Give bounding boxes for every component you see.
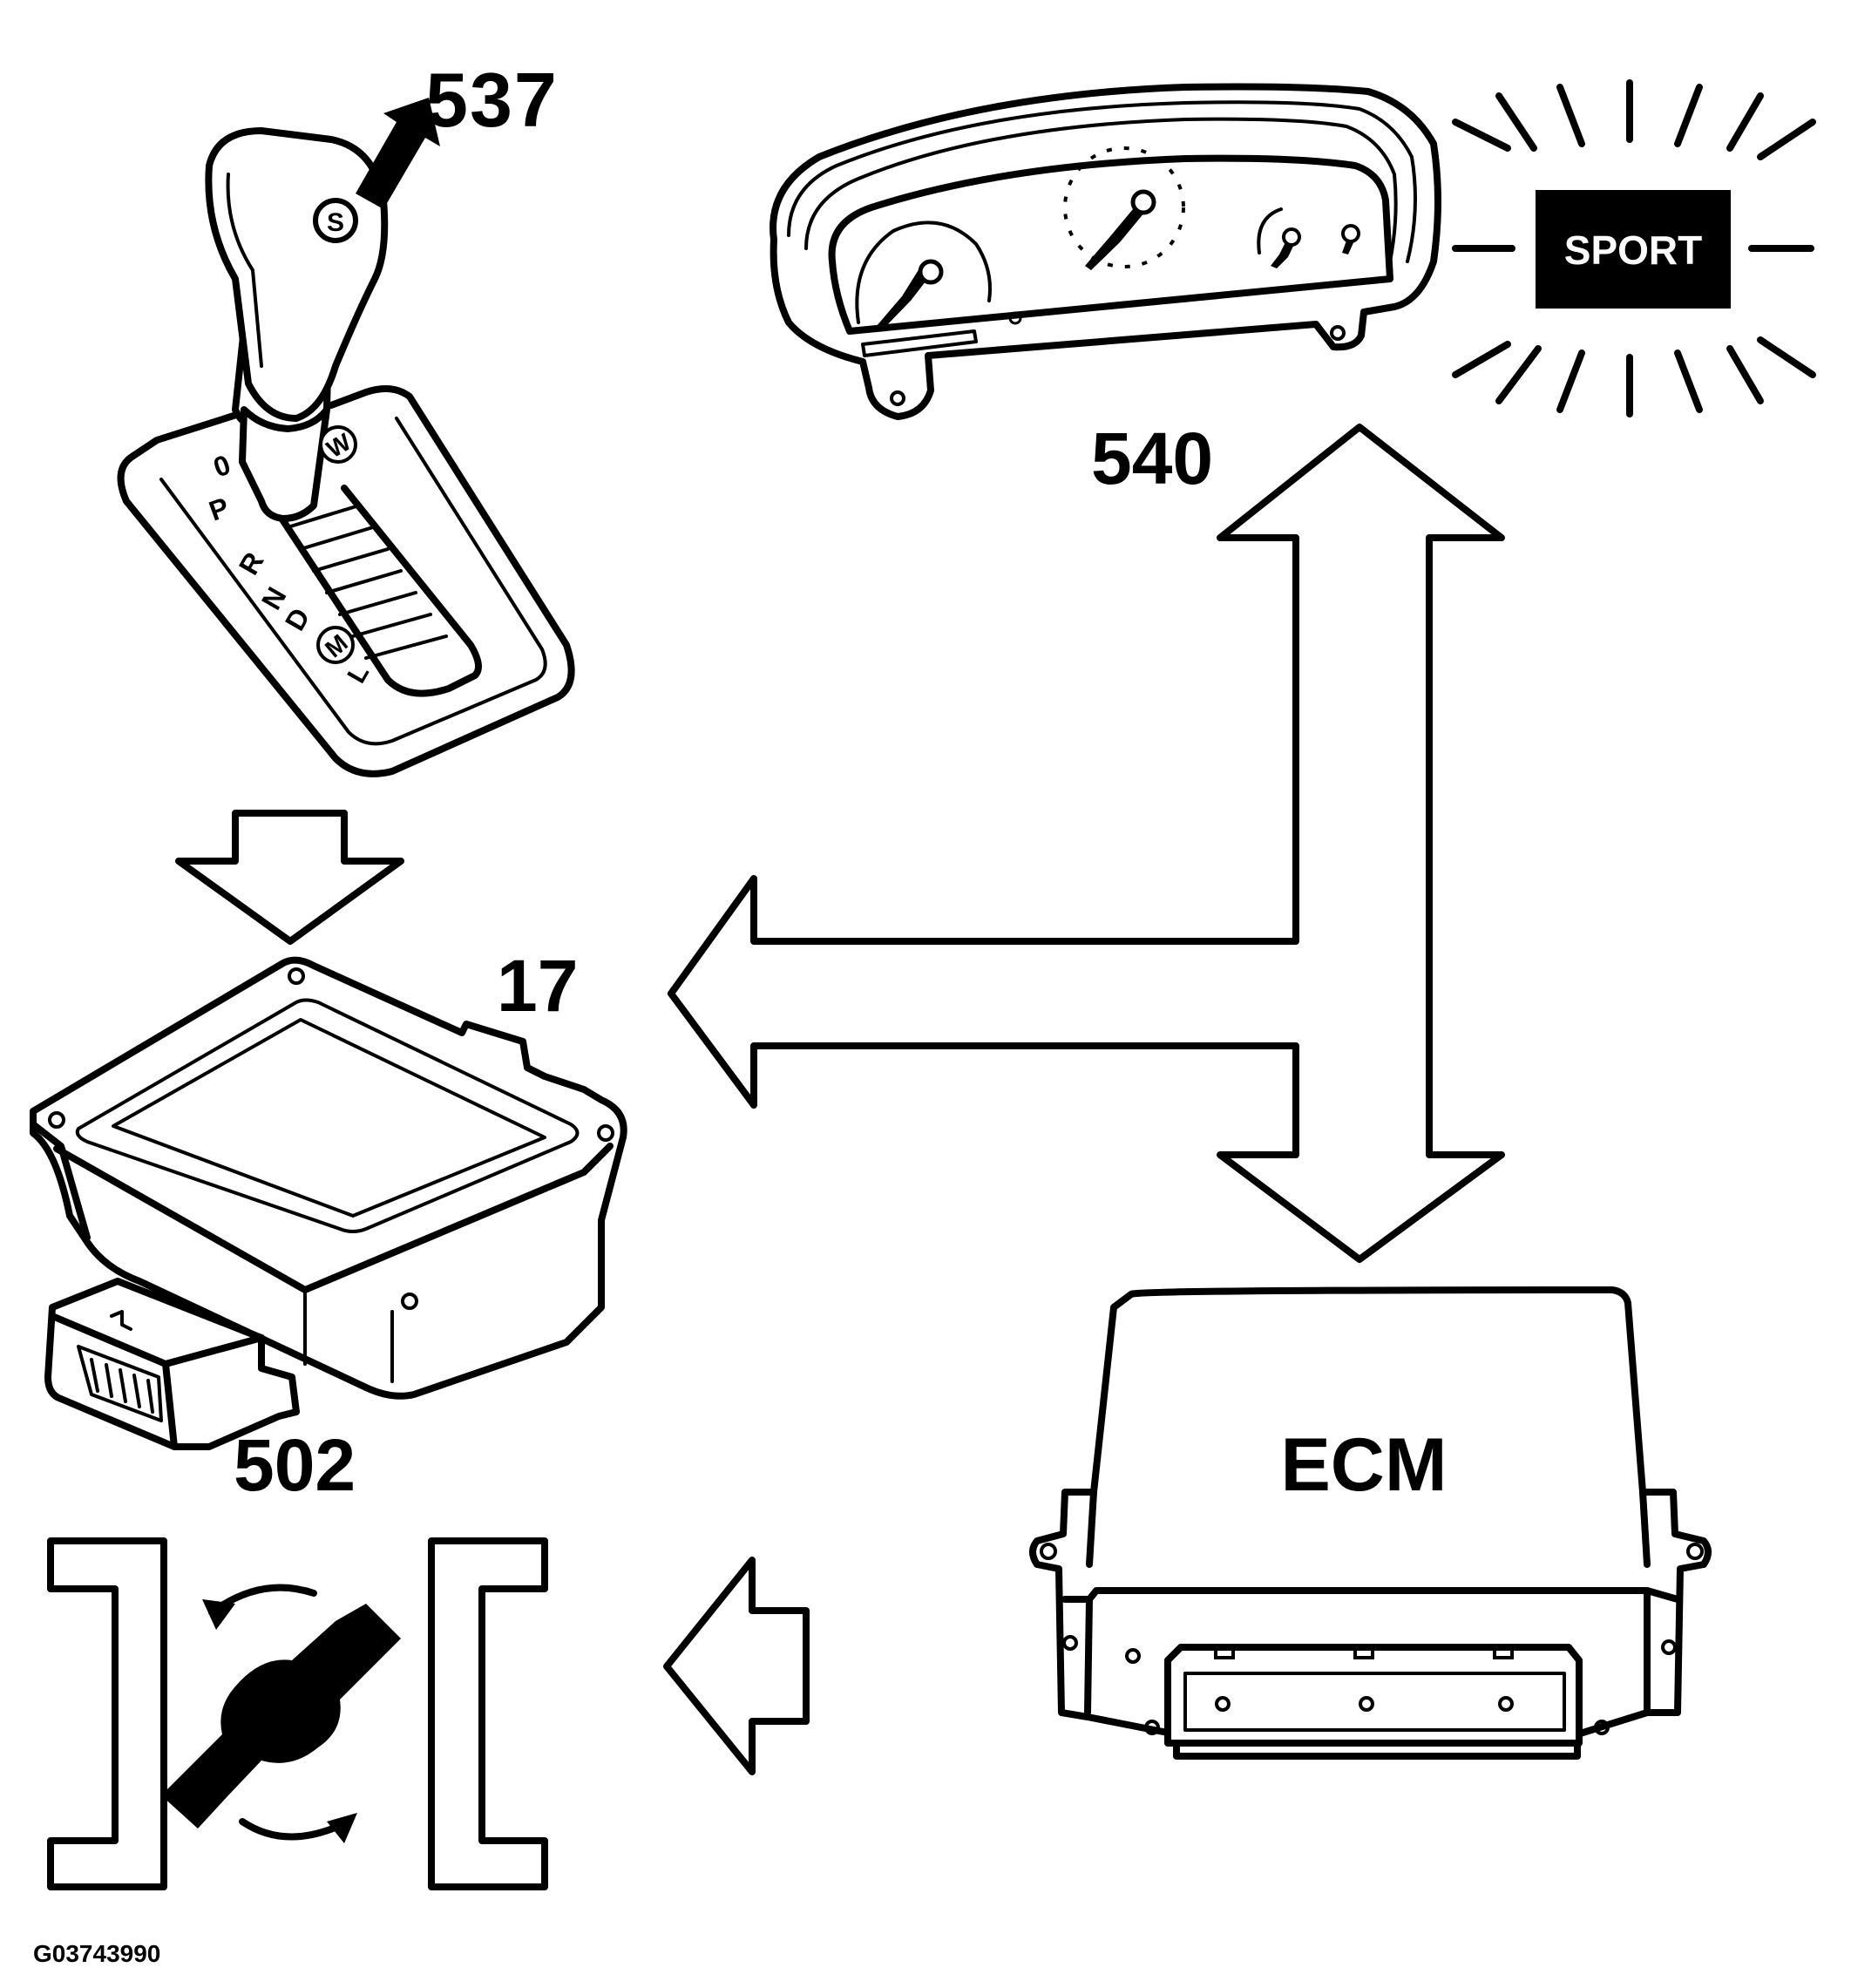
throttle-valve-icon — [47, 1537, 548, 1890]
label-502: 502 — [234, 1424, 356, 1506]
throttle-plate — [161, 1604, 401, 1829]
shifter-button-label: S — [327, 208, 344, 237]
instrument-cluster-icon — [770, 83, 1441, 420]
down-arrow-icon — [175, 810, 404, 945]
ecm-to-throttle-arrow-icon — [663, 1557, 810, 1775]
label-540: 540 — [1091, 417, 1213, 499]
ecm-module-icon: ECM — [1029, 1286, 1712, 1760]
sport-label: SPORT — [1564, 227, 1702, 273]
bidirectional-arrow-icon — [668, 424, 1505, 1263]
tcm-module-icon — [30, 956, 627, 1450]
gear-selector-icon: S 0 P R N D M L W — [117, 98, 575, 777]
ecm-label: ECM — [1280, 1423, 1447, 1507]
label-537: 537 — [425, 57, 559, 143]
sport-indicator-icon: SPORT — [1452, 79, 1816, 417]
press-arrow-icon — [356, 98, 440, 209]
label-17: 17 — [497, 945, 578, 1027]
figure-id: G03743990 — [33, 1940, 160, 1967]
